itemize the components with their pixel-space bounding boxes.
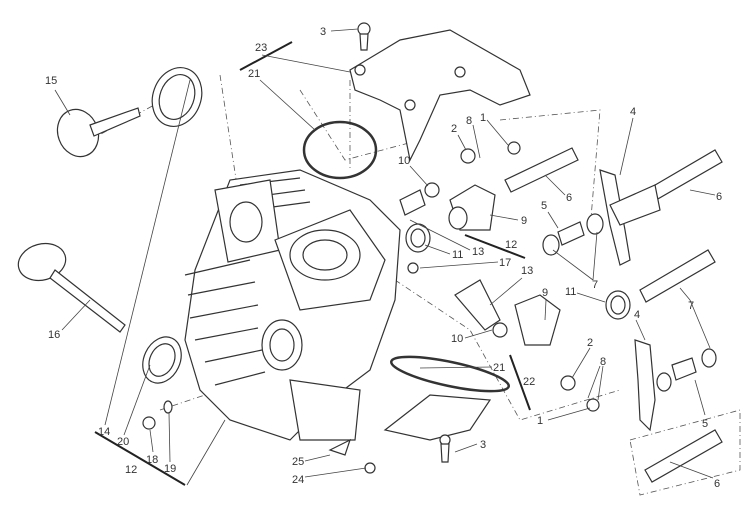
callout-21: 21 [493,362,505,374]
valve-seat-ring [151,67,203,127]
callout-13: 13 [472,246,484,258]
rocker-arms [599,169,661,432]
callout-24: 24 [292,474,304,486]
callout-3: 3 [480,439,486,451]
springs [405,223,631,320]
callout-5: 5 [541,200,547,212]
rocker-shafts [504,147,723,483]
leader-lines [54,28,716,486]
callout-8: 8 [466,115,472,127]
callout-2: 2 [451,123,457,135]
callout-4: 4 [634,309,640,321]
callout-10: 10 [451,333,463,345]
callout-14: 14 [98,426,110,438]
callout-18: 18 [146,454,158,466]
cylinder-head [184,169,401,441]
callout-7: 7 [688,300,694,312]
callout-21: 21 [248,68,260,80]
callout-6: 6 [714,478,720,490]
callout-15: 15 [45,75,57,87]
callout-1: 1 [537,415,543,427]
callout-23: 23 [255,42,267,54]
bolt-top [357,22,371,51]
callout-4: 4 [630,106,636,118]
callout-17: 17 [499,257,511,269]
callout-12: 12 [125,464,137,476]
callout-7: 7 [592,279,598,291]
rocker-cover [349,29,531,162]
callout-16: 16 [48,329,60,341]
intake-valve [56,107,141,158]
callout-11: 11 [565,286,576,298]
callout-25: 25 [292,456,304,468]
callout-labels: 3 23 21 15 8 1 2 4 10 6 6 5 9 12 13 11 1… [45,26,722,490]
callout-13: 13 [521,265,533,277]
callout-20: 20 [117,436,129,448]
callout-1: 1 [480,112,486,124]
callout-19: 19 [164,463,176,475]
callout-2: 2 [587,337,593,349]
callout-3: 3 [320,26,326,38]
exhaust-valve [17,242,126,333]
bolt-lower [439,434,451,463]
exhaust-valve-seat [142,336,182,384]
callout-22: 22 [523,376,535,388]
callout-10: 10 [398,155,410,167]
callout-6: 6 [716,191,722,203]
rocker-forks [448,184,561,346]
small-parts [142,141,717,474]
o-ring-top [302,120,378,180]
callout-9: 9 [521,215,527,227]
callout-11: 11 [452,249,463,261]
callout-8: 8 [600,356,606,368]
lower-cover [383,355,510,441]
callout-12: 12 [505,239,517,251]
callout-9: 9 [542,287,548,299]
callout-5: 5 [702,418,708,430]
callout-6: 6 [566,192,572,204]
